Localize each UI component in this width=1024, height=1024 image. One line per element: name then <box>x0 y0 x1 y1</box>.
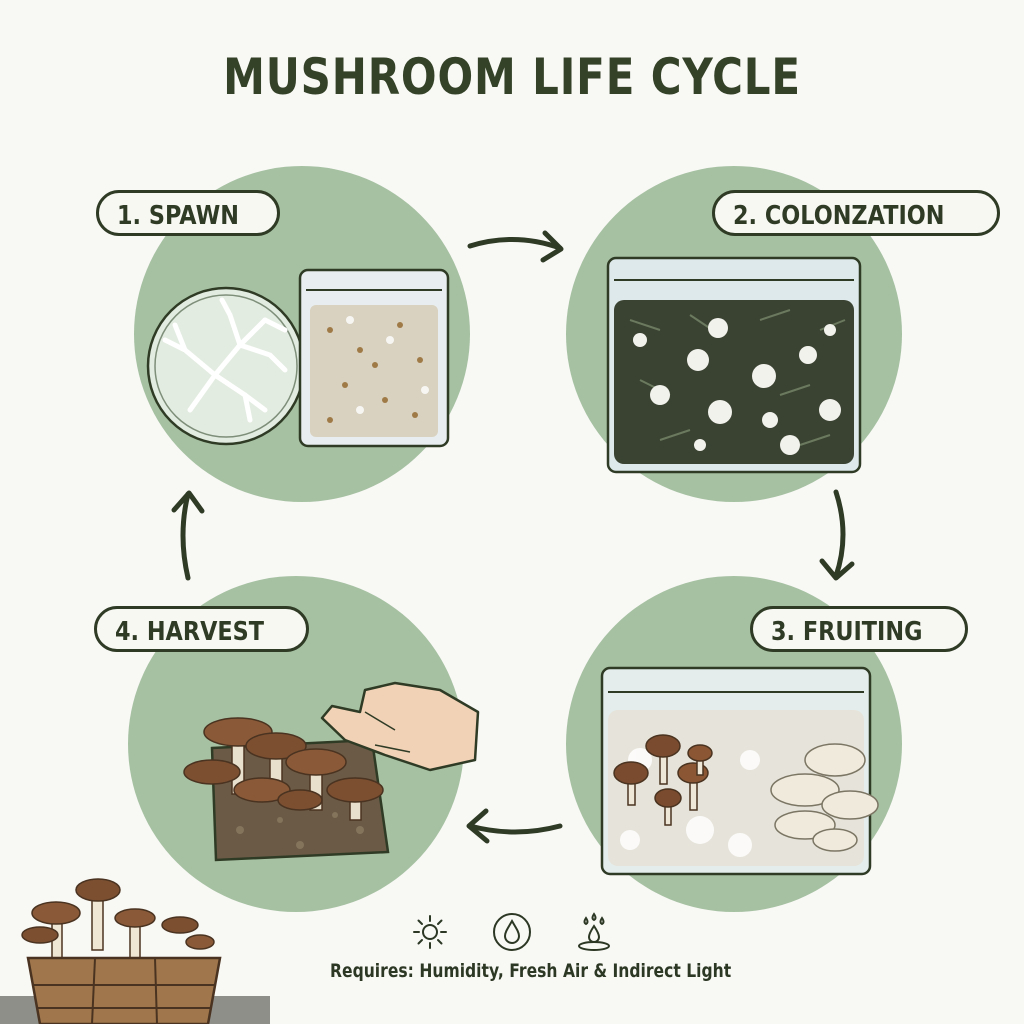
hand-icon <box>320 681 480 772</box>
stage-label-spawn-text: 1. SPAWN <box>117 201 239 231</box>
stage-label-colonization-text: 2. COLONZATION <box>733 201 945 231</box>
page-title: MUSHROOM LIFE CYCLE <box>223 48 801 106</box>
harvest-block-icon <box>183 717 390 862</box>
stage-label-spawn: 1. SPAWN <box>96 190 280 236</box>
arrow-spawn-to-colonization <box>467 230 564 263</box>
requirements-text-content: Requires: Humidity, Fresh Air & Indirect… <box>330 960 732 982</box>
stage-label-colonization: 2. COLONZATION <box>712 190 1000 236</box>
fruiting-bag-icon <box>600 666 879 876</box>
sun-icon <box>413 915 447 949</box>
stage-label-harvest: 4. HARVEST <box>94 606 310 652</box>
arrow-harvest-to-spawn <box>171 490 205 581</box>
stage-label-fruiting-text: 3. FRUITING <box>771 617 923 647</box>
arrow-colonization-to-fruiting <box>819 489 855 581</box>
spawn-bag-icon <box>298 268 450 448</box>
petri-dish-icon <box>146 286 306 446</box>
colonization-bag-icon <box>606 256 862 474</box>
mushroom-basket-icon <box>0 878 270 1024</box>
stage-label-fruiting: 3. FRUITING <box>750 606 969 652</box>
mist-humidity-icon <box>578 912 610 951</box>
stage-label-harvest-text: 4. HARVEST <box>115 617 265 647</box>
requirements-text: Requires: Humidity, Fresh Air & Indirect… <box>330 960 731 982</box>
water-drop-icon <box>493 913 531 951</box>
arrow-fruiting-to-harvest <box>466 808 563 844</box>
